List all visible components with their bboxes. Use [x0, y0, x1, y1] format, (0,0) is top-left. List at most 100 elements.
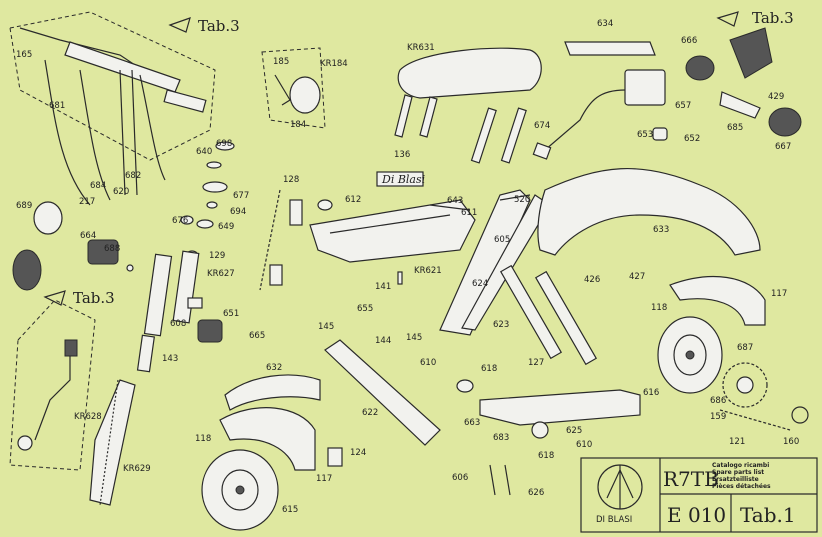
part-label: 136	[394, 150, 410, 160]
bracket-685	[719, 91, 761, 119]
chain-link-160	[791, 406, 809, 424]
stand-622	[324, 339, 441, 446]
part-label: 612	[345, 195, 361, 205]
part-label: 118	[195, 434, 211, 444]
part-label: 689	[16, 201, 32, 211]
tube-674	[470, 107, 527, 164]
mirror-group-box	[261, 47, 326, 129]
part-label: 124	[350, 448, 366, 458]
part-label: 651	[223, 309, 239, 319]
part-label: 655	[357, 304, 373, 314]
regulator	[729, 27, 773, 79]
part-label: 117	[316, 474, 332, 484]
tab-ref-label: Tab.3	[198, 17, 240, 35]
part-label: 657	[675, 101, 691, 111]
part-label: 611	[461, 208, 477, 218]
part-label: 626	[528, 488, 544, 498]
taillight-667	[768, 107, 802, 137]
front-fender-117	[219, 407, 316, 471]
part-label: 141	[375, 282, 391, 292]
part-label: 217	[79, 197, 95, 207]
bracket-128	[259, 189, 303, 291]
part-label: 683	[493, 433, 509, 443]
part-label: 427	[629, 272, 645, 282]
part-label: 605	[494, 235, 510, 245]
part-label: 143	[162, 354, 178, 364]
part-label: 632	[266, 363, 282, 373]
part-label: 681	[49, 101, 65, 111]
bushing-618	[456, 379, 474, 393]
part-label: 622	[362, 408, 378, 418]
part-label: 665	[249, 331, 265, 341]
front-fender-632	[224, 374, 321, 411]
part-label: 121	[729, 437, 745, 447]
bushing-618b	[531, 421, 549, 439]
front-wheel-615	[201, 449, 279, 531]
tab-ref-arrow-icon	[43, 290, 66, 306]
tab-ref-label: Tab.3	[752, 9, 794, 27]
mirror	[274, 74, 321, 114]
part-label: 128	[283, 175, 299, 185]
catalog-line: Ersatzteilliste	[712, 476, 759, 483]
part-label: 615	[282, 505, 298, 515]
part-label: KR621	[414, 266, 442, 276]
part-label: 625	[566, 426, 582, 436]
catalog-line: Spare parts list	[712, 469, 764, 476]
part-label: 129	[209, 251, 225, 261]
part-label: KR627	[207, 269, 235, 279]
horn-666	[685, 55, 715, 81]
part-label: 634	[597, 19, 613, 29]
part-label: 666	[681, 36, 697, 46]
brand-plate	[376, 171, 424, 187]
frame-tank-KR621	[309, 199, 476, 285]
part-label: 618	[538, 451, 554, 461]
table-ref: Tab.1	[740, 503, 796, 527]
catalog-line: Catalogo ricambi	[712, 462, 769, 469]
cover-634	[564, 41, 656, 56]
part-label: 643	[447, 196, 463, 206]
part-label: 674	[534, 121, 550, 131]
seat-KR631	[394, 47, 542, 138]
rear-frame	[439, 189, 551, 336]
part-label: 694	[230, 207, 246, 217]
part-label: 623	[493, 320, 509, 330]
part-label: 676	[172, 216, 188, 226]
part-label: 664	[80, 231, 96, 241]
model-code: R7TB	[663, 467, 719, 491]
sheet-code: E 010	[667, 503, 726, 527]
part-label: 684	[90, 181, 106, 191]
part-label: 663	[464, 418, 480, 428]
rear-shocks-127	[499, 264, 598, 366]
part-label: 429	[768, 92, 784, 102]
part-label: 688	[104, 244, 120, 254]
part-label: 118	[651, 303, 667, 313]
part-label: 667	[775, 142, 791, 152]
part-label: 686	[710, 396, 726, 406]
part-label: KR629	[123, 464, 151, 474]
part-labels: 165 681 684 217 620 682 689 664 688 698 …	[16, 19, 799, 515]
part-label: 616	[643, 388, 659, 398]
lamp-689	[33, 201, 63, 235]
tab-ref-arrow-icon	[716, 11, 739, 27]
part-label: KR184	[320, 59, 348, 69]
part-label: 685	[727, 123, 743, 133]
title-block: DI BLASI R7TB Catalogo ricambi Spare par…	[580, 457, 818, 533]
handlebar	[19, 27, 207, 206]
rear-fender-633	[537, 167, 761, 256]
brand-plate-text: Di Blasi	[381, 173, 425, 186]
part-label: KR628	[74, 412, 102, 422]
rear-mudguard-117	[669, 275, 766, 326]
part-label: KR631	[407, 43, 435, 53]
part-label: 127	[528, 358, 544, 368]
part-label: 159	[710, 412, 726, 422]
headlamp	[12, 249, 42, 291]
part-label: 426	[584, 275, 600, 285]
part-label: 160	[783, 437, 799, 447]
part-label: 698	[216, 139, 232, 149]
part-label: 649	[218, 222, 234, 232]
cable-group-box	[9, 299, 96, 471]
part-label: 165	[16, 50, 32, 60]
tab-ref-arrow-icon	[168, 17, 191, 33]
part-label: 606	[452, 473, 468, 483]
